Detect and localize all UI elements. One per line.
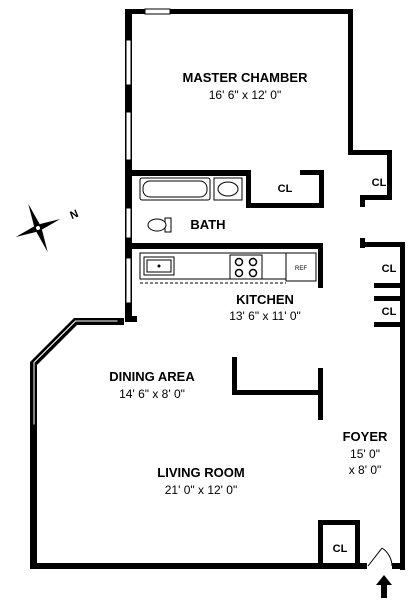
foyer-dims-line2: x 8' 0" [349, 463, 382, 477]
wall-master-bath [132, 170, 247, 176]
wall-foyer-right [400, 327, 405, 570]
wall-bottom [30, 563, 367, 569]
wall-master-top [125, 9, 353, 14]
window-kitchen-left [125, 257, 132, 304]
wall-kitchen-right [318, 243, 323, 288]
wall-master-left [125, 9, 132, 177]
wall-master-right [348, 9, 353, 152]
wall-bath-kitchen [125, 243, 323, 249]
toilet-icon [147, 217, 172, 233]
closet-label-bath: CL [278, 183, 293, 195]
foyer-dims-line1: 15' 0" [350, 447, 380, 461]
dining-area-name: DINING AREA [109, 369, 195, 384]
refrigerator: REF [285, 252, 317, 282]
wall-kitchen-bottom [125, 316, 137, 322]
wall-right-cl-mid [374, 283, 405, 288]
wall-bath-cl-bottom [246, 203, 324, 208]
kitchen-name: KITCHEN [236, 292, 294, 307]
compass-icon [15, 203, 61, 253]
closet-label-entry: CL [333, 543, 348, 555]
wall-bath-cl-top [300, 170, 324, 175]
wall-living-left [30, 420, 37, 568]
window-bay [32, 319, 119, 426]
window-master-top [144, 8, 171, 15]
wall-right-cl2-bottom [374, 322, 405, 327]
door-swing-icon [367, 547, 393, 567]
wall-cl-right-side [387, 150, 392, 198]
bath-name: BATH [190, 217, 225, 232]
wall-right-cl-mid2 [374, 296, 405, 301]
wall-partition-right [318, 368, 323, 420]
wall-bottom-right [392, 563, 405, 569]
closet-label-right-lower: CL [382, 306, 397, 318]
window-master-left-1 [125, 39, 132, 86]
wall-right-cl1-top [360, 242, 405, 247]
wall-cl-right-top [348, 150, 390, 155]
wall-bath-cl-right [319, 170, 324, 208]
refrigerator-label: REF [295, 266, 307, 272]
tub-icon [139, 177, 211, 201]
wall-bath-cl-left [246, 170, 251, 208]
closet-label-master: CL [372, 177, 387, 189]
wall-cl-right-bottom [360, 195, 392, 200]
entry-arrow-icon [376, 575, 392, 598]
bath-sink [213, 177, 243, 201]
wall-entry-cl-left [318, 520, 323, 568]
master-chamber-dims: 16' 6" x 12' 0" [209, 88, 281, 102]
closet-label-right-upper: CL [382, 263, 397, 275]
windows [32, 8, 171, 426]
sink-icon [143, 256, 175, 276]
wall-cl-right-stub [360, 195, 365, 207]
wall-entry-cl-right [355, 520, 360, 568]
walls [30, 9, 405, 570]
wall-bay-outer [30, 318, 124, 430]
living-room-name: LIVING ROOM [157, 465, 244, 480]
window-master-left-2 [125, 111, 132, 161]
kitchen-counter [139, 252, 287, 284]
wall-partition-vert [232, 357, 237, 395]
window-bath-left [125, 207, 132, 239]
foyer-name: FOYER [343, 429, 388, 444]
living-room-dims: 21' 0" x 12' 0" [165, 483, 237, 497]
compass-north-label: N [68, 208, 80, 222]
stove-icon [229, 254, 263, 280]
wall-partition-horz [232, 390, 323, 395]
wall-entry-cl-top [318, 520, 360, 525]
kitchen-dims: 13' 6" x 11' 0" [229, 309, 301, 323]
dining-area-dims: 14' 6" x 8' 0" [119, 387, 185, 401]
master-chamber-name: MASTER CHAMBER [183, 70, 309, 85]
